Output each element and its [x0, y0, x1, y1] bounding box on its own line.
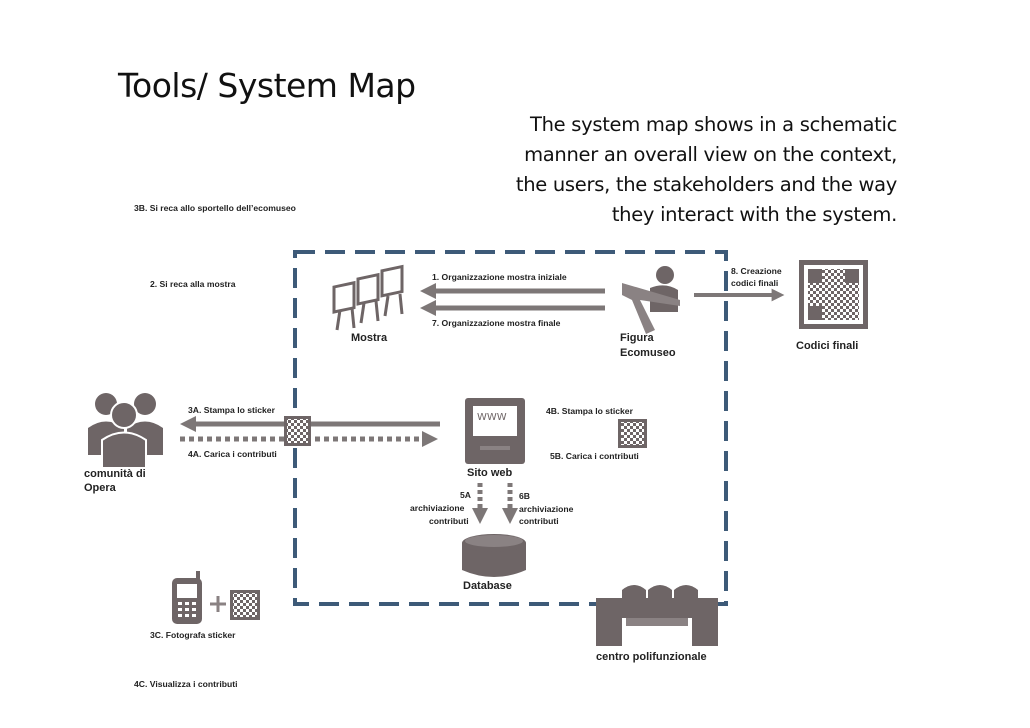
database-label: Database: [463, 580, 512, 592]
description-line: The system map shows in a schematic: [529, 113, 897, 136]
step-3a-label: 3A. Stampa lo sticker: [188, 405, 275, 415]
www-screen-label: WWW: [477, 412, 507, 423]
centro-polifunzionale-label: centro polifunzionale: [596, 651, 707, 663]
step-6b-label-line2: archiviazione: [519, 504, 574, 514]
phone-icon: [172, 571, 202, 624]
step-2-label: 2. Si reca alla mostra: [150, 279, 236, 289]
comunita-label: comunità di: [84, 468, 146, 480]
step-8-label: 8. Creazione: [731, 266, 782, 276]
database-cylinder-icon: [462, 534, 526, 577]
comunita-people-icon: [88, 393, 163, 469]
step-1-label: 1. Organizzazione mostra iniziale: [432, 272, 567, 282]
ecomuseo-label: Ecomuseo: [620, 347, 676, 359]
sito-web-label: Sito web: [467, 467, 513, 479]
step-5a-label-line3: contributi: [429, 516, 469, 526]
figura-label: Figura: [620, 332, 654, 344]
description-line: the users, the stakeholders and the way: [515, 173, 897, 196]
centro-polifunzionale-icon: [596, 585, 718, 646]
step-8-label-line2: codici finali: [731, 278, 779, 288]
mostra-label: Mostra: [351, 332, 388, 344]
step-6b-label: 6B: [519, 491, 530, 501]
opera-label: Opera: [84, 482, 116, 494]
step-4b-label: 4B. Stampa lo sticker: [546, 406, 633, 416]
sticker-qr-icon: [284, 416, 311, 446]
sticker-qr-icon: [618, 419, 647, 448]
description-line: they interact with the system.: [611, 203, 897, 226]
step-5b-label: 5B. Carica i contributi: [550, 451, 639, 461]
mostra-easel-icon: [332, 264, 404, 331]
phone-qr-icon: [230, 590, 260, 620]
figura-ecomuseo-icon: [622, 266, 680, 334]
step-4a-label: 4A. Carica i contributi: [188, 449, 277, 459]
page-title: Tools/ System Map: [118, 66, 416, 105]
step-5a-label-line2: archiviazione: [410, 503, 465, 513]
description-line: manner an overall view on the context,: [524, 143, 897, 166]
plus-icon: [210, 596, 226, 612]
step-3b-label: 3B. Si reca allo sportello dell’ecomuseo: [134, 203, 296, 213]
codici-finali-qr-icon: [799, 260, 868, 329]
sito-web-computer-icon: [465, 398, 525, 464]
codici-finali-label: Codici finali: [796, 340, 859, 352]
page-description: The system map shows in a schematic mann…: [477, 110, 897, 230]
step-5a-label: 5A: [460, 490, 471, 500]
step-7-label: 7. Organizzazione mostra finale: [432, 318, 561, 328]
step-4c-label: 4C. Visualizza i contributi: [134, 679, 238, 689]
step-3c-label: 3C. Fotografa sticker: [150, 630, 236, 640]
step-6b-label-line3: contributi: [519, 516, 559, 526]
